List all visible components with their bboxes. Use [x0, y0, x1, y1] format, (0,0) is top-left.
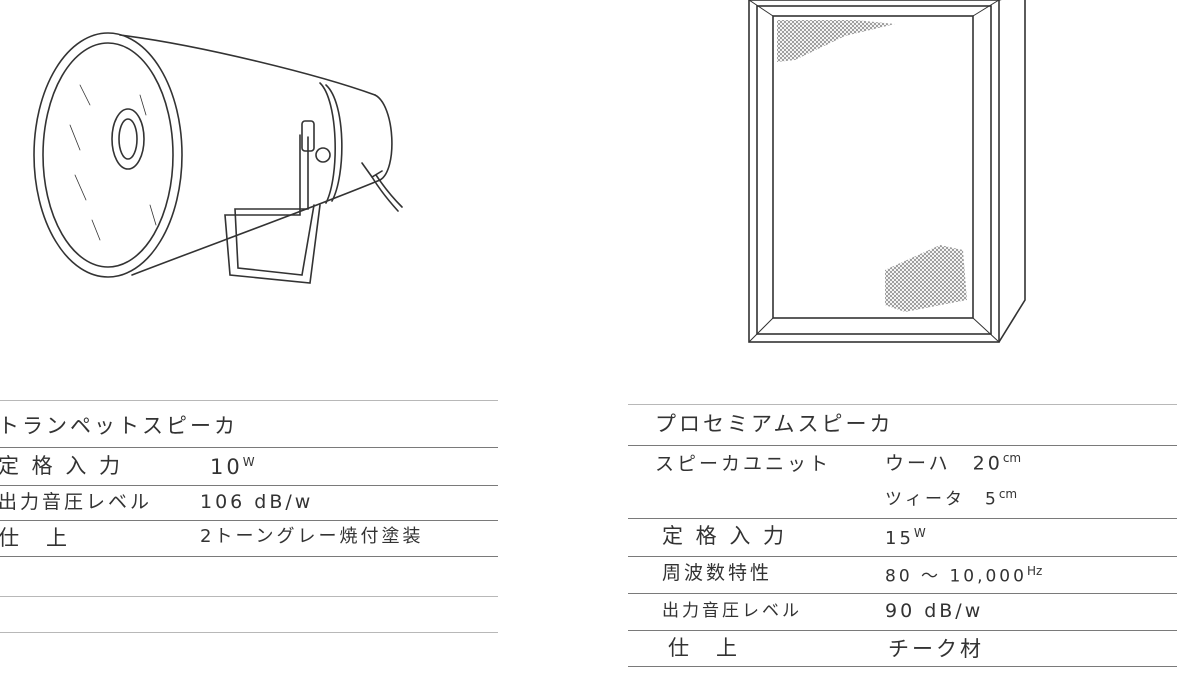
proscenium-spec-label: 出力音圧レベル: [662, 601, 802, 621]
trumpet-spec-label: 出力音圧レベル: [0, 491, 153, 513]
proscenium-spec-label: 仕 上: [668, 636, 740, 660]
proscenium-table-rule: [628, 556, 1177, 557]
trumpet-table-rule: [0, 520, 498, 521]
proscenium-table-rule: [628, 593, 1177, 594]
trumpet-speaker-drawing: [33, 32, 403, 284]
trumpet-table-rule: [0, 447, 498, 448]
trumpet-table-rule: [0, 632, 498, 633]
trumpet-spec-value: 2トーングレー焼付塗装: [200, 526, 424, 547]
trumpet-spec-label: 仕 上: [0, 526, 70, 550]
trumpet-speaker-title: トランペットスピーカ: [0, 414, 238, 438]
trumpet-table-top-rule: [0, 400, 498, 401]
proscenium-table-rule: [628, 630, 1177, 631]
trumpet-table-rule: [0, 596, 498, 597]
proscenium-table-top-rule: [628, 404, 1177, 405]
proscenium-spec-value: 15W: [885, 526, 926, 549]
proscenium-spec-value: 80 ～ 10,000Hz: [885, 564, 1043, 587]
proscenium-table-rule: [628, 518, 1177, 519]
proscenium-table-rule: [628, 666, 1177, 667]
proscenium-spec-label: スピーカユニット: [655, 453, 832, 475]
trumpet-table-rule: [0, 556, 498, 557]
trumpet-spec-label: 定 格 入 力: [0, 454, 124, 478]
proscenium-spec-label: 定 格 入 力: [662, 524, 788, 548]
proscenium-speaker-title: プロセミアムスピーカ: [655, 412, 894, 436]
proscenium-speaker-drawing: [748, 0, 1026, 343]
trumpet-spec-value: 106 dB/w: [200, 491, 314, 513]
proscenium-table-rule: [628, 445, 1177, 446]
proscenium-spec-value: チーク材: [888, 637, 984, 661]
proscenium-spec-value: ウーハ 20cm: [885, 451, 1022, 475]
trumpet-spec-value: 10W: [210, 455, 255, 479]
trumpet-table-rule: [0, 485, 498, 486]
proscenium-spec-label: 周波数特性: [662, 562, 773, 584]
proscenium-spec-value: 90 dB/w: [885, 600, 984, 622]
proscenium-spec-value: ツィータ 5cm: [885, 487, 1018, 510]
